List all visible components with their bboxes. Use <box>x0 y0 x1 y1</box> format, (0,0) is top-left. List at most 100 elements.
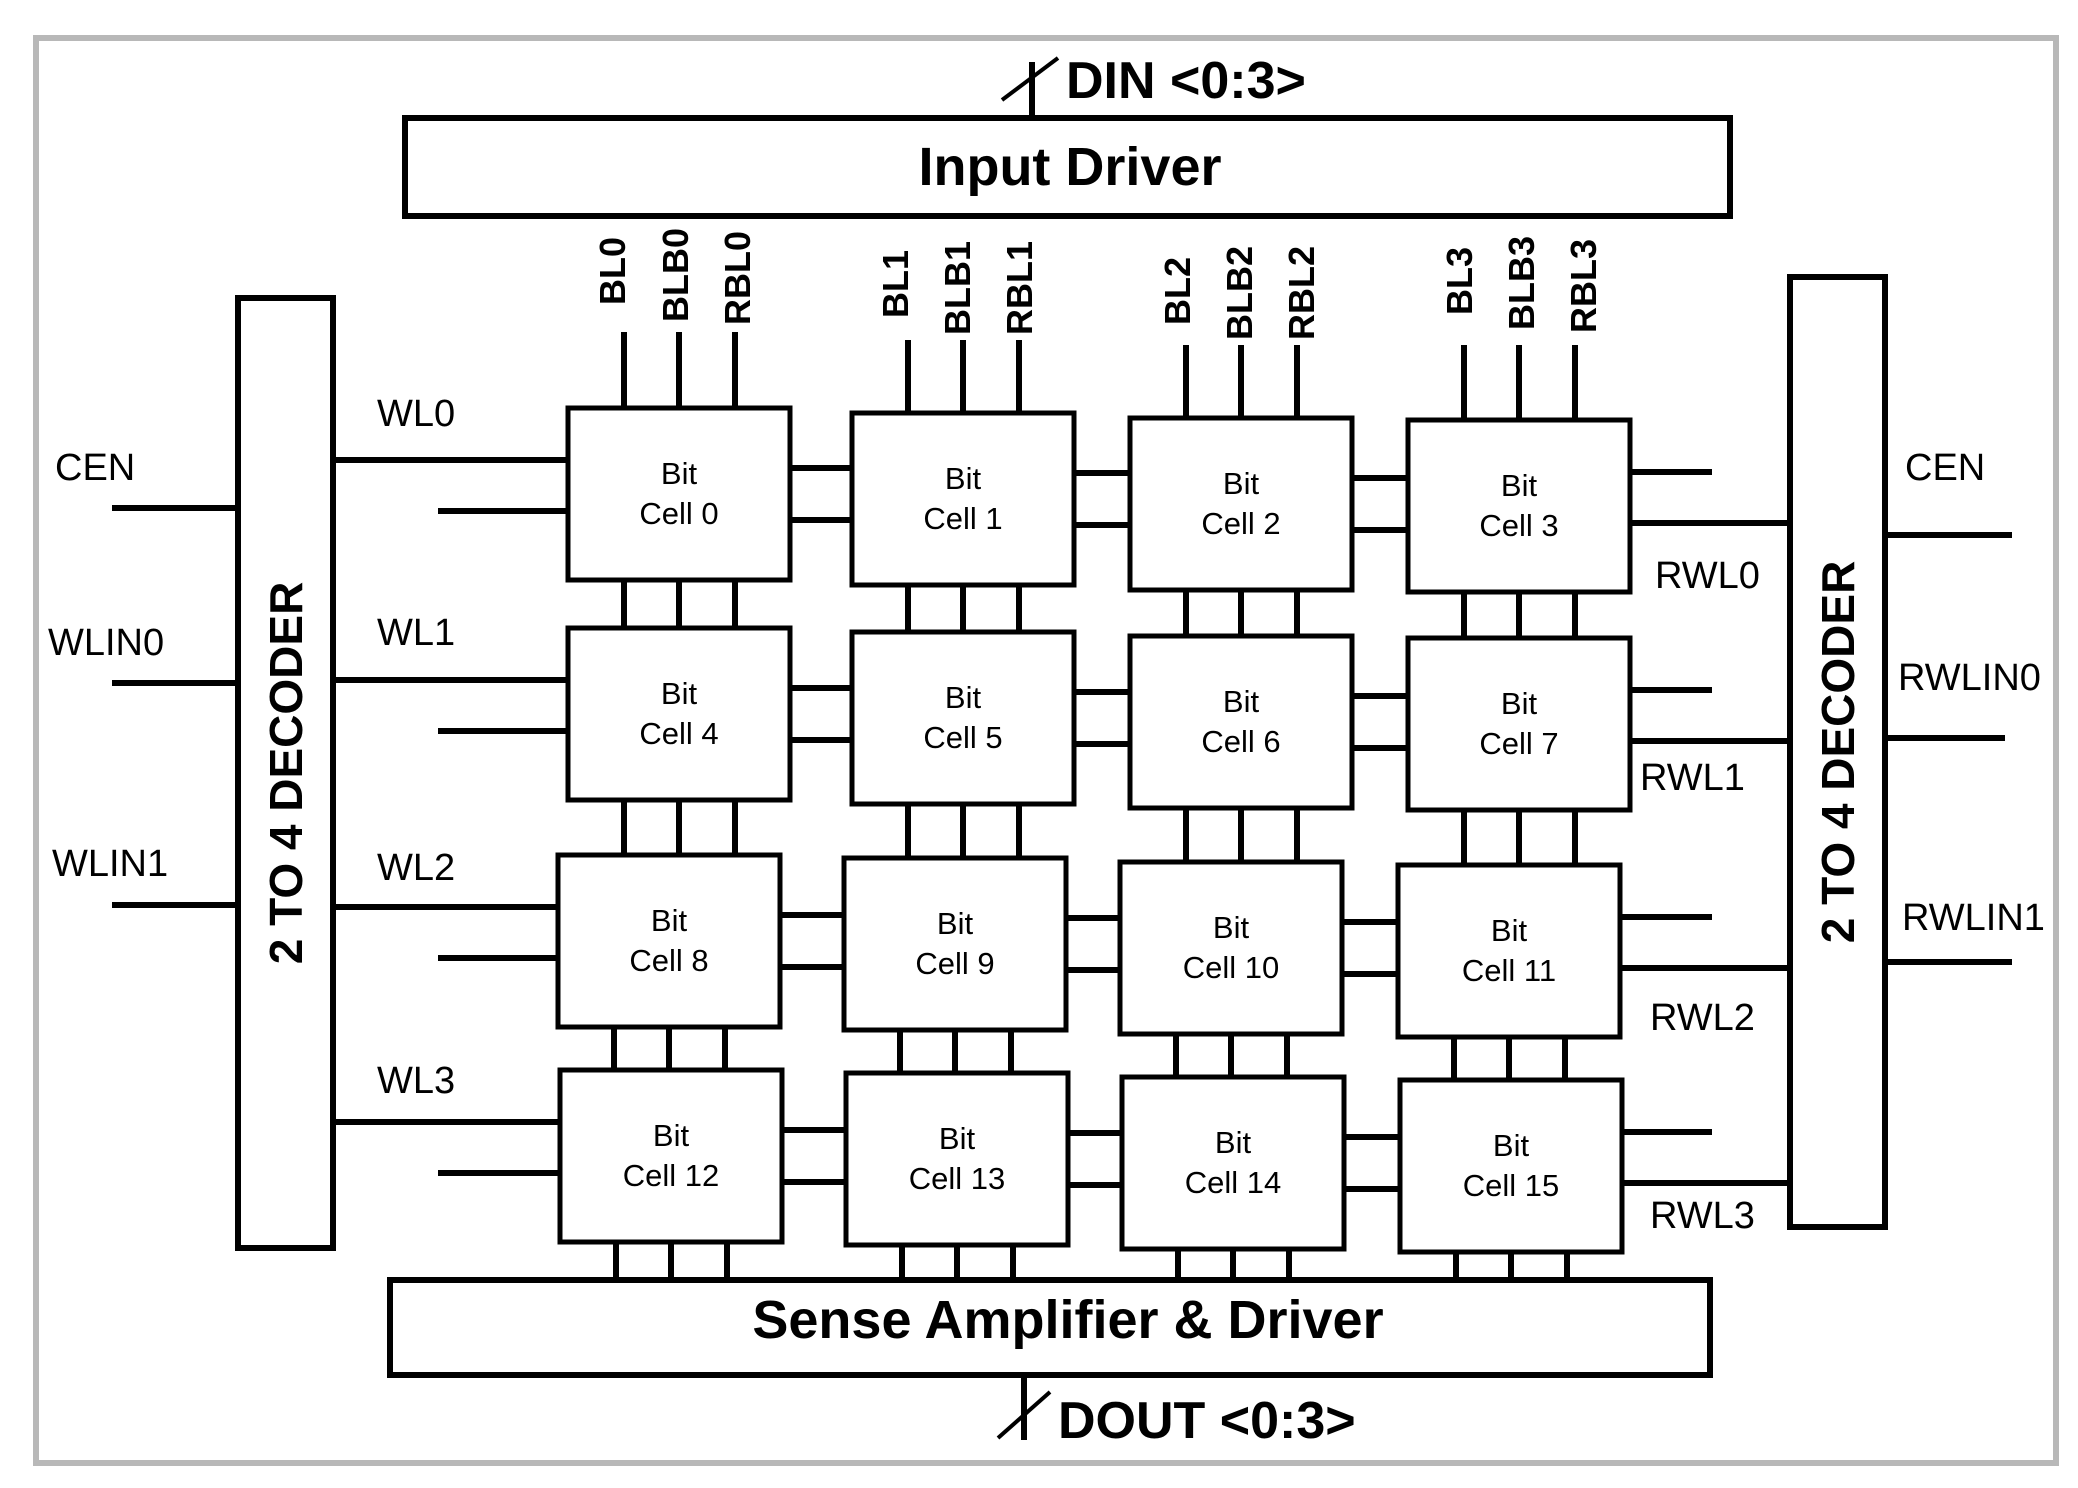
bit-cell-box <box>1117 859 1345 1037</box>
wlin0-label: WLIN0 <box>48 622 164 664</box>
sense-amp-block <box>387 1277 1713 1378</box>
bit-cell-label-line2: Cell 14 <box>1185 1165 1282 1200</box>
left-input-lines <box>112 505 238 908</box>
bit-cell-label-line2: Cell 12 <box>623 1158 720 1193</box>
bit-cell-box <box>1405 635 1633 813</box>
bit-cell-box <box>1127 633 1355 811</box>
left-decoder-block <box>235 295 336 1251</box>
bit-cell-box <box>555 852 783 1030</box>
bit-cell-label-line1: Bit <box>1491 913 1528 948</box>
dout-bus-label: DOUT <0:3> <box>1058 1392 1356 1450</box>
bit-cell-box <box>1119 1074 1347 1252</box>
bit-cell-box <box>843 1070 1071 1248</box>
bit-cell-label-line1: Bit <box>1223 684 1260 719</box>
bit-cell-label-line1: Bit <box>661 676 698 711</box>
bit-cell-label-line2: Cell 8 <box>629 943 708 978</box>
wl0-label: WL0 <box>377 393 455 435</box>
sense-amp-label: Sense Amplifier & Driver <box>752 1290 1383 1350</box>
rwlin1-label: RWLIN1 <box>1902 897 2045 939</box>
bit-cell-box <box>1127 415 1355 593</box>
rwl1-label: RWL1 <box>1640 757 1745 799</box>
bit-cell-label-line1: Bit <box>1215 1125 1252 1160</box>
bit-cell-box <box>841 855 1069 1033</box>
rbl3-label: RBL3 <box>1563 239 1604 333</box>
bit-cell-label-line1: Bit <box>1501 468 1538 503</box>
bit-cell-label-line1: Bit <box>939 1121 976 1156</box>
wl1-label: WL1 <box>377 612 455 654</box>
bit-cell-label-line2: Cell 5 <box>923 720 1002 755</box>
rbl2-label: RBL2 <box>1281 246 1322 340</box>
bl0-label: BL0 <box>592 237 633 305</box>
bit-cell-label-line1: Bit <box>945 461 982 496</box>
bl3-label: BL3 <box>1439 247 1480 315</box>
bit-cell-label-line2: Cell 6 <box>1201 724 1280 759</box>
bit-cell-label-line1: Bit <box>661 456 698 491</box>
rwl3-label: RWL3 <box>1650 1195 1755 1237</box>
bit-cell-box <box>565 625 793 803</box>
bit-cell-box <box>1397 1077 1625 1255</box>
bit-cell-label-line2: Cell 4 <box>639 716 718 751</box>
bit-cell-label-line2: Cell 3 <box>1479 508 1558 543</box>
array-wires <box>333 332 1790 1280</box>
bit-cell-box <box>849 629 1077 807</box>
bit-cell-label-line2: Cell 15 <box>1463 1168 1560 1203</box>
bit-cell-label-line2: Cell 0 <box>639 496 718 531</box>
bit-cell-label-line2: Cell 13 <box>909 1161 1006 1196</box>
right-input-lines <box>1885 532 2012 965</box>
bit-cell-label-line1: Bit <box>651 903 688 938</box>
bit-cell-label-line2: Cell 9 <box>915 946 994 981</box>
bit-cell-label-line2: Cell 10 <box>1183 950 1280 985</box>
bit-cell-label-line2: Cell 1 <box>923 501 1002 536</box>
bit-cell-box <box>1405 417 1633 595</box>
cen-left-label: CEN <box>55 447 135 489</box>
bit-cell-box <box>1395 862 1623 1040</box>
rbl0-label: RBL0 <box>717 231 758 325</box>
input-driver-block <box>402 115 1733 219</box>
bit-cell-label-line1: Bit <box>653 1118 690 1153</box>
rbl1-label: RBL1 <box>999 241 1040 335</box>
blb3-label: BLB3 <box>1501 236 1542 330</box>
right-decoder-label: 2 TO 4 DECODER <box>1812 561 1864 944</box>
cen-right-label: CEN <box>1905 447 1985 489</box>
bit-cell-label-line1: Bit <box>945 680 982 715</box>
left-decoder-label: 2 TO 4 DECODER <box>260 582 312 965</box>
bit-cell-label-line1: Bit <box>1223 466 1260 501</box>
bit-cell-box <box>565 405 793 583</box>
din-bus-label: DIN <0:3> <box>1066 52 1306 110</box>
right-decoder-block <box>1787 274 1888 1230</box>
bit-line-labels: BL0 BLB0 RBL0 BL1 BLB1 RBL1 BL2 BLB2 RBL… <box>592 228 1604 340</box>
bit-cell-label-line1: Bit <box>1493 1128 1530 1163</box>
bit-cell-label-line1: Bit <box>937 906 974 941</box>
input-driver-label: Input Driver <box>918 137 1221 197</box>
bit-cell-box <box>557 1067 785 1245</box>
bit-cell-label-line2: Cell 7 <box>1479 726 1558 761</box>
wl2-label: WL2 <box>377 847 455 889</box>
bit-cell-label-line1: Bit <box>1213 910 1250 945</box>
rwl0-label: RWL0 <box>1655 555 1760 597</box>
wlin1-label: WLIN1 <box>52 843 168 885</box>
rwlin0-label: RWLIN0 <box>1898 657 2041 699</box>
bit-cell-box <box>849 410 1077 588</box>
bit-cell-label-line2: Cell 2 <box>1201 506 1280 541</box>
din-bus-slash <box>1000 56 1060 102</box>
bl1-label: BL1 <box>875 250 916 318</box>
blb2-label: BLB2 <box>1219 246 1260 340</box>
wl3-label: WL3 <box>377 1060 455 1102</box>
rwl2-label: RWL2 <box>1650 997 1755 1039</box>
